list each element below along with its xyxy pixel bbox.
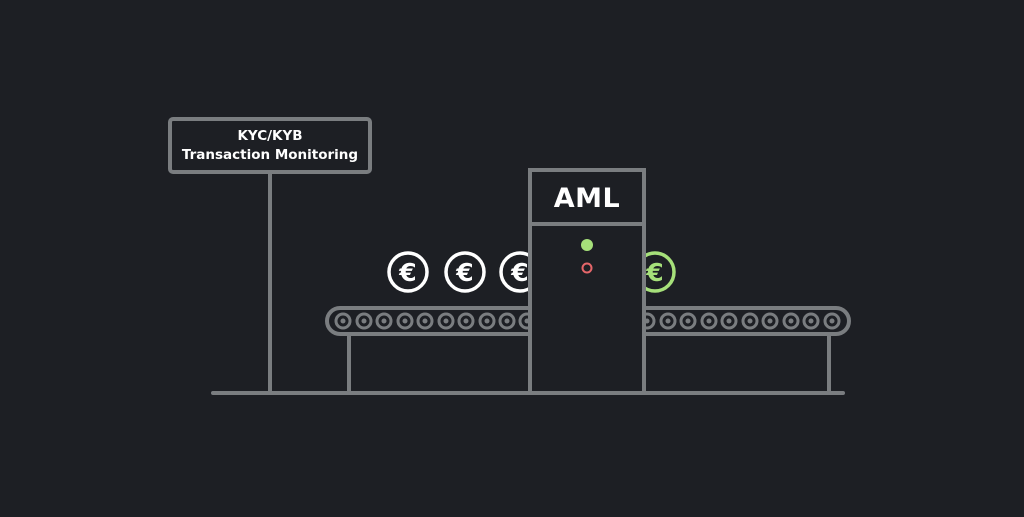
pass-indicator-light <box>581 239 593 251</box>
aml-scanner-body <box>528 222 646 395</box>
conveyor-roller <box>659 312 677 330</box>
conveyor-roller <box>782 312 800 330</box>
conveyor-roller <box>700 312 718 330</box>
conveyor-roller <box>802 312 820 330</box>
conveyor-roller <box>823 312 841 330</box>
svg-text:€: € <box>510 258 528 287</box>
euro-coin-icon: € <box>444 251 486 293</box>
sign-line-kyc-kyb: KYC/KYB <box>237 128 303 144</box>
fail-indicator-light <box>581 262 593 274</box>
conveyor-roller <box>396 312 414 330</box>
conveyor-roller <box>498 312 516 330</box>
conveyor-roller <box>679 312 697 330</box>
conveyor-roller <box>720 312 738 330</box>
conveyor-roller <box>457 312 475 330</box>
sign-board <box>168 117 372 174</box>
sign-label: KYC/KYB Transaction Monitoring <box>172 120 368 172</box>
aml-scanner-header <box>528 168 646 226</box>
svg-text:€: € <box>398 258 416 287</box>
conveyor-roller <box>741 312 759 330</box>
conveyor-roller <box>478 312 496 330</box>
svg-text:€: € <box>645 258 663 287</box>
conveyor-roller <box>355 312 373 330</box>
conveyor-rollers <box>334 312 841 330</box>
conveyor-roller <box>375 312 393 330</box>
conveyor-roller <box>334 312 352 330</box>
sign-line-transaction-monitoring: Transaction Monitoring <box>181 147 359 163</box>
conveyor-roller <box>437 312 455 330</box>
conveyor-roller <box>761 312 779 330</box>
conveyor-roller <box>416 312 434 330</box>
svg-text:€: € <box>455 258 473 287</box>
aml-label: AML <box>553 182 621 214</box>
euro-coin-icon: € <box>387 251 429 293</box>
conveyor-belt-left <box>325 306 547 336</box>
conveyor-belt-right <box>629 306 851 336</box>
